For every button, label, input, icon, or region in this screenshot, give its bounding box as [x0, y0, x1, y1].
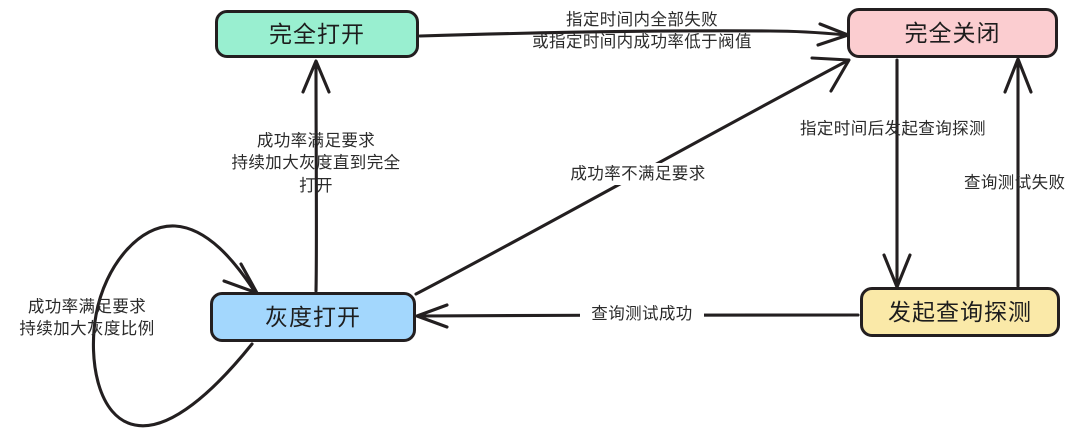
- edge-label-line: 成功率满足要求: [256, 132, 376, 150]
- edge-label-gray-to-closed: 成功率不满足要求: [551, 163, 725, 186]
- edge-label-line: 持续加大灰度比例: [19, 320, 155, 339]
- node-fully-closed[interactable]: 完全关闭: [847, 8, 1058, 58]
- edge-label-probe-to-closed: 查询测试失败: [964, 172, 1080, 194]
- edge-gray-to-closed: [414, 56, 851, 296]
- node-fully-open[interactable]: 完全打开: [215, 10, 419, 58]
- edge-label-gray-to-open: 成功率满足要求 持续加大灰度直到完全 打开: [196, 130, 436, 197]
- edge-label-line: 成功率满足要求: [27, 298, 147, 316]
- edge-label-line: 持续加大灰度直到完全: [231, 154, 401, 173]
- edge-label-open-to-closed: 指定时间内全部失败 或指定时间内成功率低于阀值: [497, 9, 787, 54]
- edge-label-line: 指定时间内全部失败: [565, 11, 719, 29]
- edge-gray-to-open: [301, 59, 331, 293]
- edge-probe-to-closed: [1003, 57, 1033, 288]
- edge-label-line: 打开: [299, 176, 333, 195]
- edge-label-line: 成功率不满足要求: [570, 165, 706, 183]
- edge-closed-to-probe: [882, 58, 912, 289]
- edge-label-line: 查询测试成功: [591, 305, 693, 323]
- node-gray-open[interactable]: 灰度打开: [210, 292, 416, 342]
- edge-label-probe-to-gray: 查询测试成功: [580, 303, 704, 326]
- edge-label-closed-to-probe: 指定时间后发起查询探测: [800, 118, 1000, 140]
- edge-label-line: 指定时间后发起查询探测: [800, 120, 986, 138]
- edge-label-line: 查询测试失败: [964, 174, 1066, 192]
- node-initiate-probe[interactable]: 发起查询探测: [860, 287, 1060, 337]
- edge-label-gray-self-loop: 成功率满足要求 持续加大灰度比例: [2, 296, 172, 341]
- edge-label-line: 或指定时间内成功率低于阀值: [532, 33, 752, 52]
